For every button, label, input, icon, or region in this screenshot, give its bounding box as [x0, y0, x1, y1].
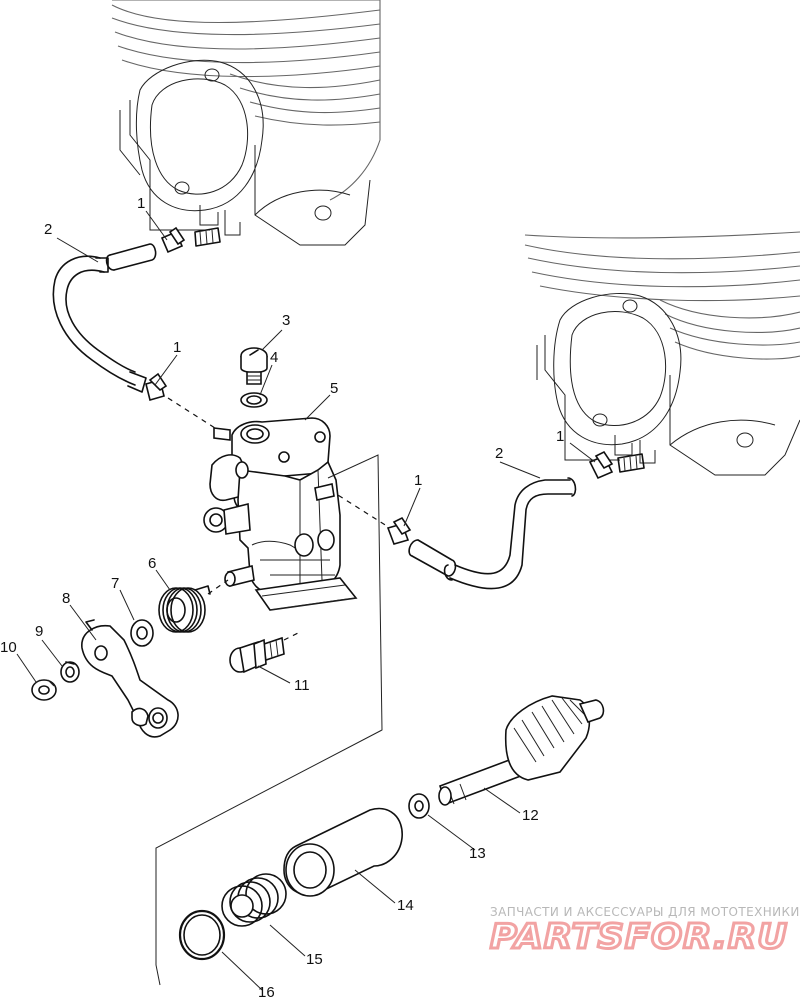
callout-7: 7: [111, 575, 119, 592]
callout-14: 14: [397, 897, 414, 914]
callout-numbers: 1 2 3 1 4 5 2 1 1 6 7 8 9 10 11 12 13 14…: [0, 195, 564, 999]
return-spring: [158, 585, 211, 633]
engine-cylinder-left: [111, 0, 381, 246]
thrust-washer: [408, 793, 430, 819]
oil-hose-left: [52, 243, 157, 393]
callout-2-right: 2: [495, 445, 503, 462]
banjo-bolt: [240, 347, 268, 385]
callout-4: 4: [270, 349, 278, 366]
callout-1-right-pump: 1: [414, 472, 422, 489]
callout-10: 10: [0, 639, 17, 656]
oil-hose-right: [408, 477, 577, 590]
leader-line-spring: [207, 579, 229, 595]
callout-15: 15: [306, 951, 323, 968]
shaft-sleeve: [283, 807, 403, 897]
callout-1-middle-left: 1: [173, 339, 181, 356]
callout-1-right-engine: 1: [556, 428, 564, 445]
callout-1-upper-left: 1: [137, 195, 145, 212]
engine-cylinder-right: [524, 231, 800, 476]
watermark-logo: PARTSFOR.RU: [490, 917, 788, 957]
callout-12: 12: [522, 807, 539, 824]
hose-clamp-right-pump: [386, 516, 412, 545]
hose-clamp-right-engine: [588, 450, 614, 480]
pump-base-outline: [269, 597, 357, 611]
callout-leaders: [16, 210, 596, 991]
leader-line-bolt: [283, 631, 301, 641]
pump-drive-shaft: [438, 695, 605, 806]
callout-5: 5: [330, 380, 338, 397]
engine-fitting-left: [194, 227, 221, 247]
callout-2-left: 2: [44, 221, 52, 238]
o-ring: [178, 909, 226, 961]
callout-3: 3: [282, 312, 290, 329]
flat-washer-7: [130, 619, 154, 647]
oil-pump-body: [203, 417, 358, 611]
drive-spring: [221, 873, 287, 927]
leader-line-pump-right: [329, 489, 391, 529]
hose-clamp-upper-left: [160, 226, 186, 254]
mounting-bolt: [229, 636, 285, 674]
callout-9: 9: [35, 623, 43, 640]
hex-nut: [31, 679, 57, 701]
callout-11: 11: [294, 677, 310, 694]
hose-clamp-middle-left: [145, 372, 168, 401]
leader-line-clamp-left: [167, 397, 216, 429]
callout-6: 6: [148, 555, 156, 572]
watermark: ЗАПЧАСТИ И АКСЕССУАРЫ ДЛЯ МОТОТЕХНИКИ PA…: [489, 905, 800, 959]
leader-line-pump-to-drive: [155, 454, 383, 986]
sealing-washer: [240, 392, 268, 408]
callout-8: 8: [62, 590, 70, 607]
lock-washer: [60, 661, 80, 683]
callout-16: 16: [258, 984, 275, 999]
engine-fitting-right: [617, 453, 645, 473]
callout-13: 13: [469, 845, 486, 862]
pump-control-lever: [81, 619, 179, 738]
watermark-tagline: ЗАПЧАСТИ И АКСЕССУАРЫ ДЛЯ МОТОТЕХНИКИ: [490, 905, 800, 919]
